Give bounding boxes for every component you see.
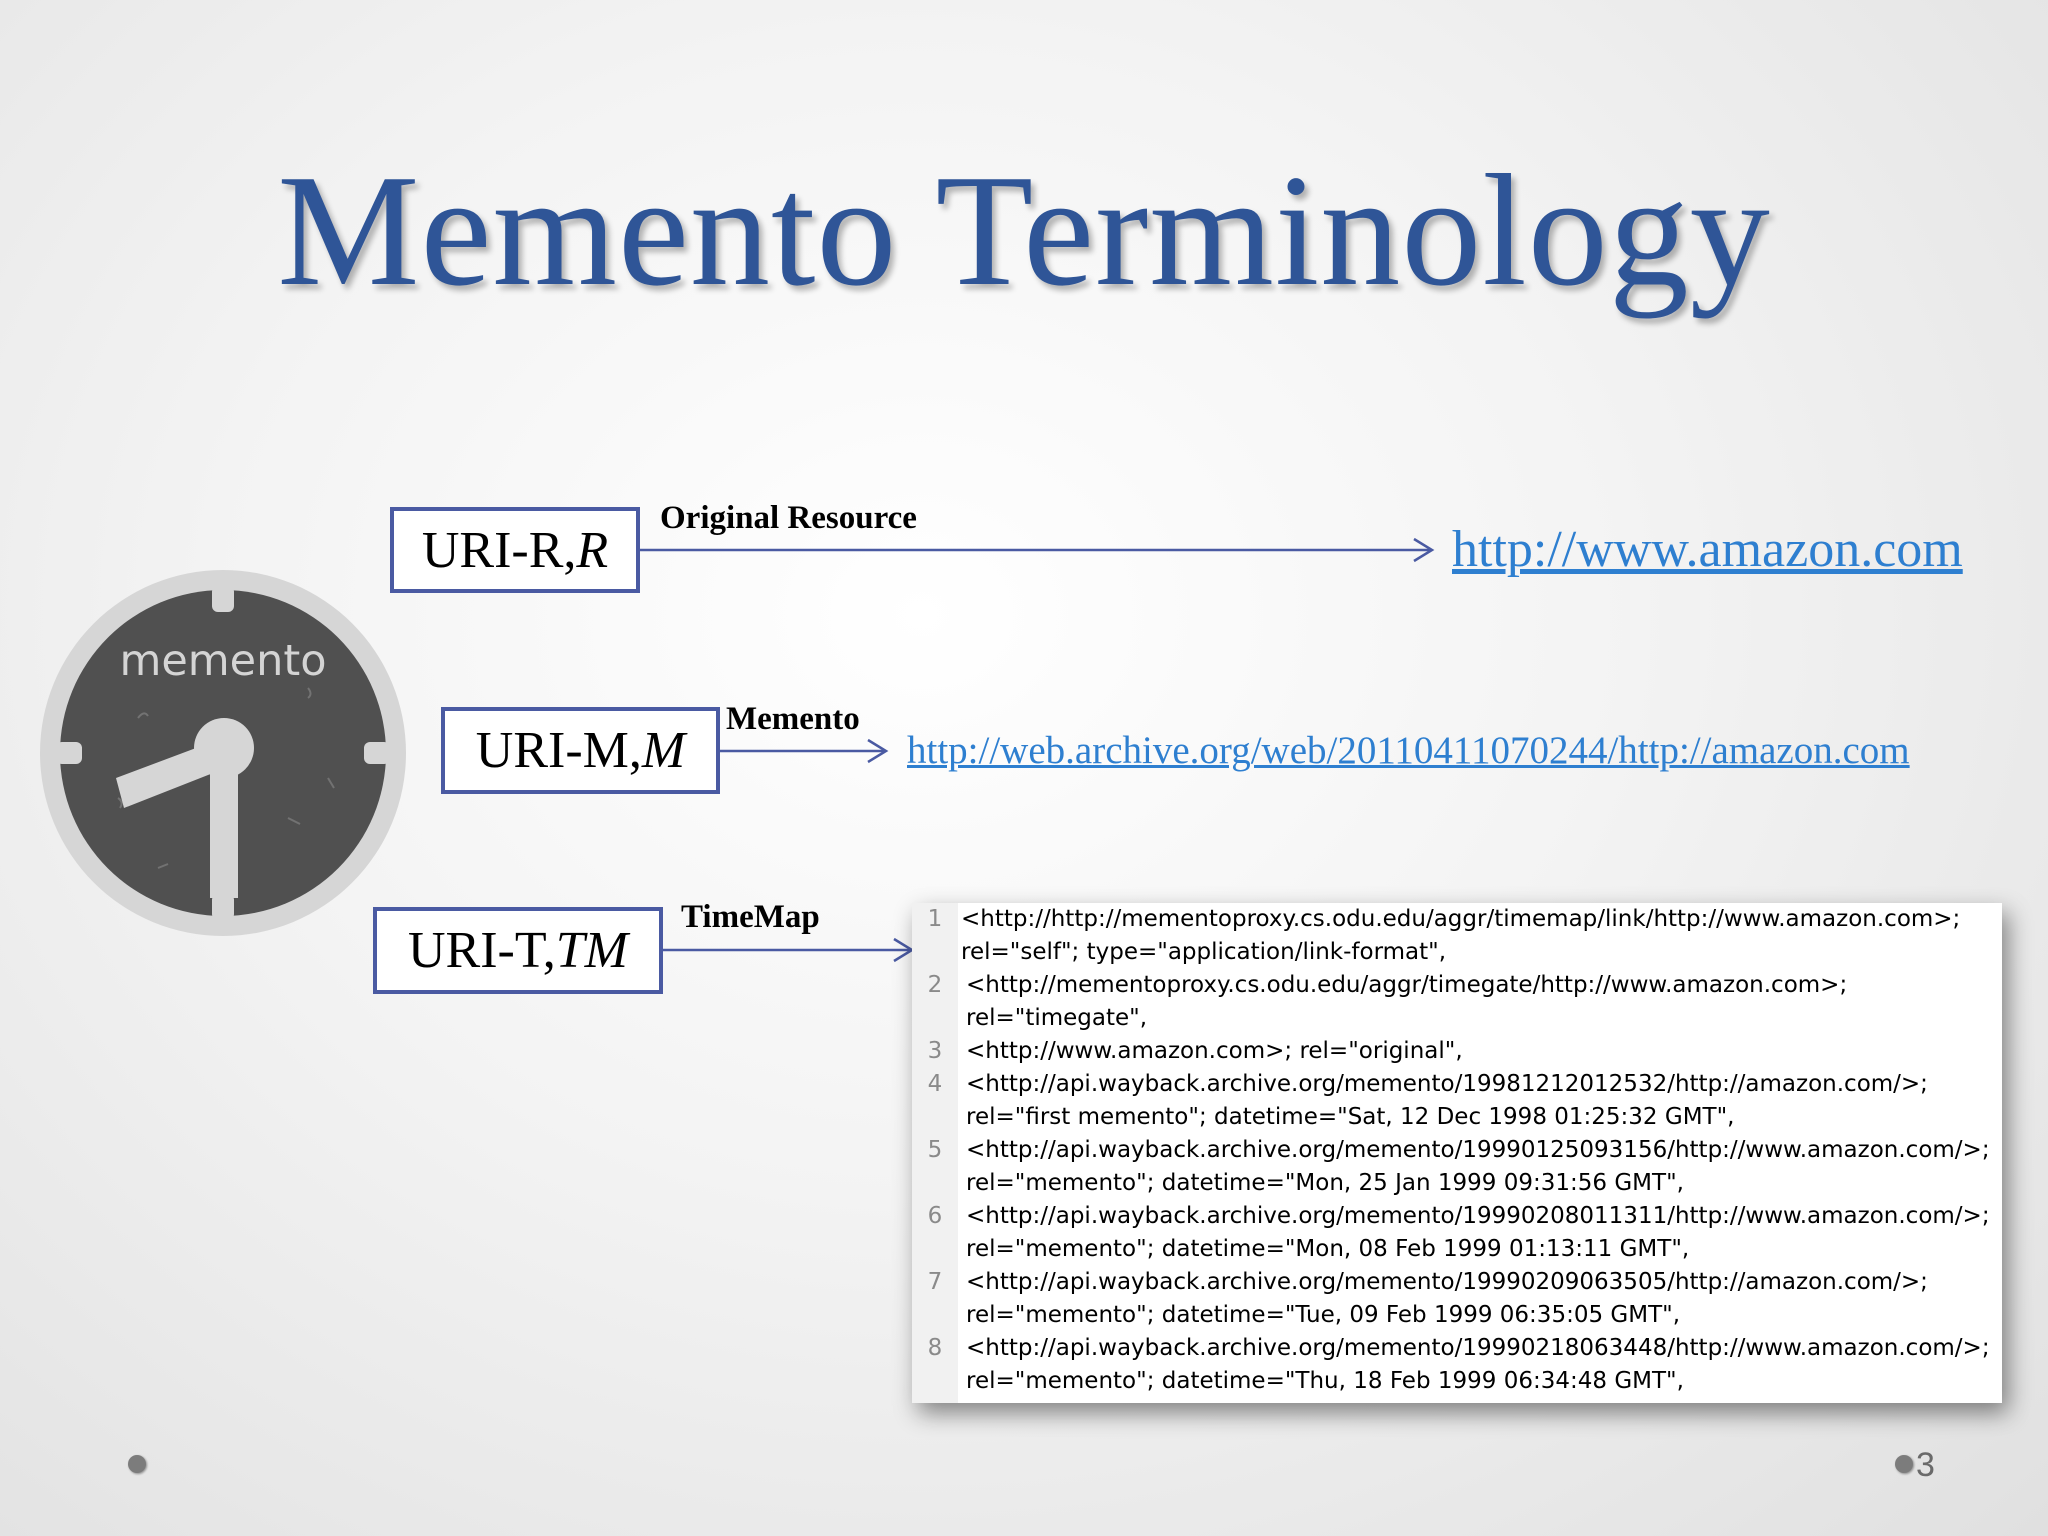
- code-text: rel="memento"; datetime="Mon, 25 Jan 199…: [966, 1170, 1684, 1196]
- original-resource-label: Original Resource: [660, 500, 917, 536]
- code-text: <http://api.wayback.archive.org/memento/…: [966, 1203, 1990, 1229]
- page-number: 3: [1916, 1446, 1935, 1484]
- code-text: <http://api.wayback.archive.org/memento/…: [966, 1335, 1990, 1361]
- code-line: 5 <http://api.wayback.archive.org/mement…: [912, 1137, 2002, 1170]
- code-text: <http://http://mementoproxy.cs.odu.edu/a…: [961, 906, 1961, 932]
- line-number-gutter: [912, 903, 958, 1403]
- uri-t-label: URI-T,: [407, 922, 556, 979]
- code-text: rel="memento"; datetime="Mon, 08 Feb 199…: [966, 1236, 1690, 1262]
- code-text: <http://api.wayback.archive.org/memento/…: [966, 1137, 1990, 1163]
- code-text: rel="self"; type="application/link-forma…: [961, 939, 1447, 965]
- memento-logo: memento: [38, 568, 408, 938]
- line-number: 2: [927, 972, 943, 998]
- timemap-code-panel: 1 <http://http://mementoproxy.cs.odu.edu…: [912, 903, 2002, 1403]
- code-line: 8 <http://api.wayback.archive.org/mement…: [912, 1335, 2002, 1368]
- slide-title: Memento Terminology: [277, 141, 1771, 319]
- footer-left-dot: [128, 1455, 146, 1473]
- code-text: <http://api.wayback.archive.org/memento/…: [966, 1269, 1928, 1295]
- code-line: 3 <http://www.amazon.com>; rel="original…: [912, 1038, 2002, 1071]
- uri-m-box: URI-M, M: [441, 707, 720, 794]
- code-line: rel="self"; type="application/link-forma…: [912, 939, 2002, 972]
- line-number: 7: [927, 1269, 943, 1295]
- code-text: rel="first memento"; datetime="Sat, 12 D…: [966, 1104, 1735, 1130]
- code-line: 4 <http://api.wayback.archive.org/mement…: [912, 1071, 2002, 1104]
- code-line: rel="memento"; datetime="Mon, 08 Feb 199…: [912, 1236, 2002, 1269]
- code-line: rel="first memento"; datetime="Sat, 12 D…: [912, 1104, 2002, 1137]
- original-resource-link[interactable]: http://www.amazon.com: [1452, 521, 1963, 578]
- arrow-uri-m-head: [867, 738, 889, 764]
- line-number: 6: [927, 1203, 943, 1229]
- code-line: rel="memento"; datetime="Mon, 25 Jan 199…: [912, 1170, 2002, 1203]
- line-number: 8: [927, 1335, 943, 1361]
- arrow-uri-t-head: [893, 937, 915, 963]
- line-number: 4: [927, 1071, 943, 1097]
- code-text: <http://www.amazon.com>; rel="original",: [966, 1038, 1463, 1064]
- line-number: 3: [927, 1038, 943, 1064]
- memento-link[interactable]: http://web.archive.org/web/2011041107024…: [907, 729, 1910, 772]
- memento-logo-text: memento: [119, 636, 327, 686]
- code-line: rel="memento"; datetime="Thu, 18 Feb 199…: [912, 1368, 2002, 1401]
- code-line: 1 <http://http://mementoproxy.cs.odu.edu…: [912, 906, 2002, 939]
- code-line: rel="timegate",: [912, 1005, 2002, 1038]
- code-text: rel="timegate",: [966, 1005, 1148, 1031]
- line-number: 1: [927, 906, 943, 932]
- uri-t-var: TM: [555, 922, 629, 979]
- code-line: 6 <http://api.wayback.archive.org/mement…: [912, 1203, 2002, 1236]
- arrow-uri-r-head: [1413, 537, 1435, 563]
- memento-clock-icon: [40, 570, 406, 936]
- line-number: 5: [927, 1137, 943, 1163]
- uri-m-var: M: [641, 722, 686, 779]
- code-line: 2 <http://mementoproxy.cs.odu.edu/aggr/t…: [912, 972, 2002, 1005]
- code-text: <http://api.wayback.archive.org/memento/…: [966, 1071, 1928, 1097]
- code-line: rel="memento"; datetime="Tue, 09 Feb 199…: [912, 1302, 2002, 1335]
- footer-right-dot: [1895, 1455, 1913, 1473]
- uri-r-box: URI-R, R: [390, 507, 640, 593]
- memento-label: Memento: [726, 701, 860, 737]
- uri-r-var: R: [576, 521, 609, 579]
- uri-t-box: URI-T, TM: [373, 907, 663, 994]
- uri-r-label: URI-R,: [421, 521, 577, 579]
- timemap-label: TimeMap: [681, 899, 820, 935]
- code-text: <http://mementoproxy.cs.odu.edu/aggr/tim…: [966, 972, 1848, 998]
- uri-m-label: URI-M,: [475, 722, 642, 779]
- code-line: 7 <http://api.wayback.archive.org/mement…: [912, 1269, 2002, 1302]
- code-text: rel="memento"; datetime="Thu, 18 Feb 199…: [966, 1368, 1684, 1394]
- code-text: rel="memento"; datetime="Tue, 09 Feb 199…: [966, 1302, 1681, 1328]
